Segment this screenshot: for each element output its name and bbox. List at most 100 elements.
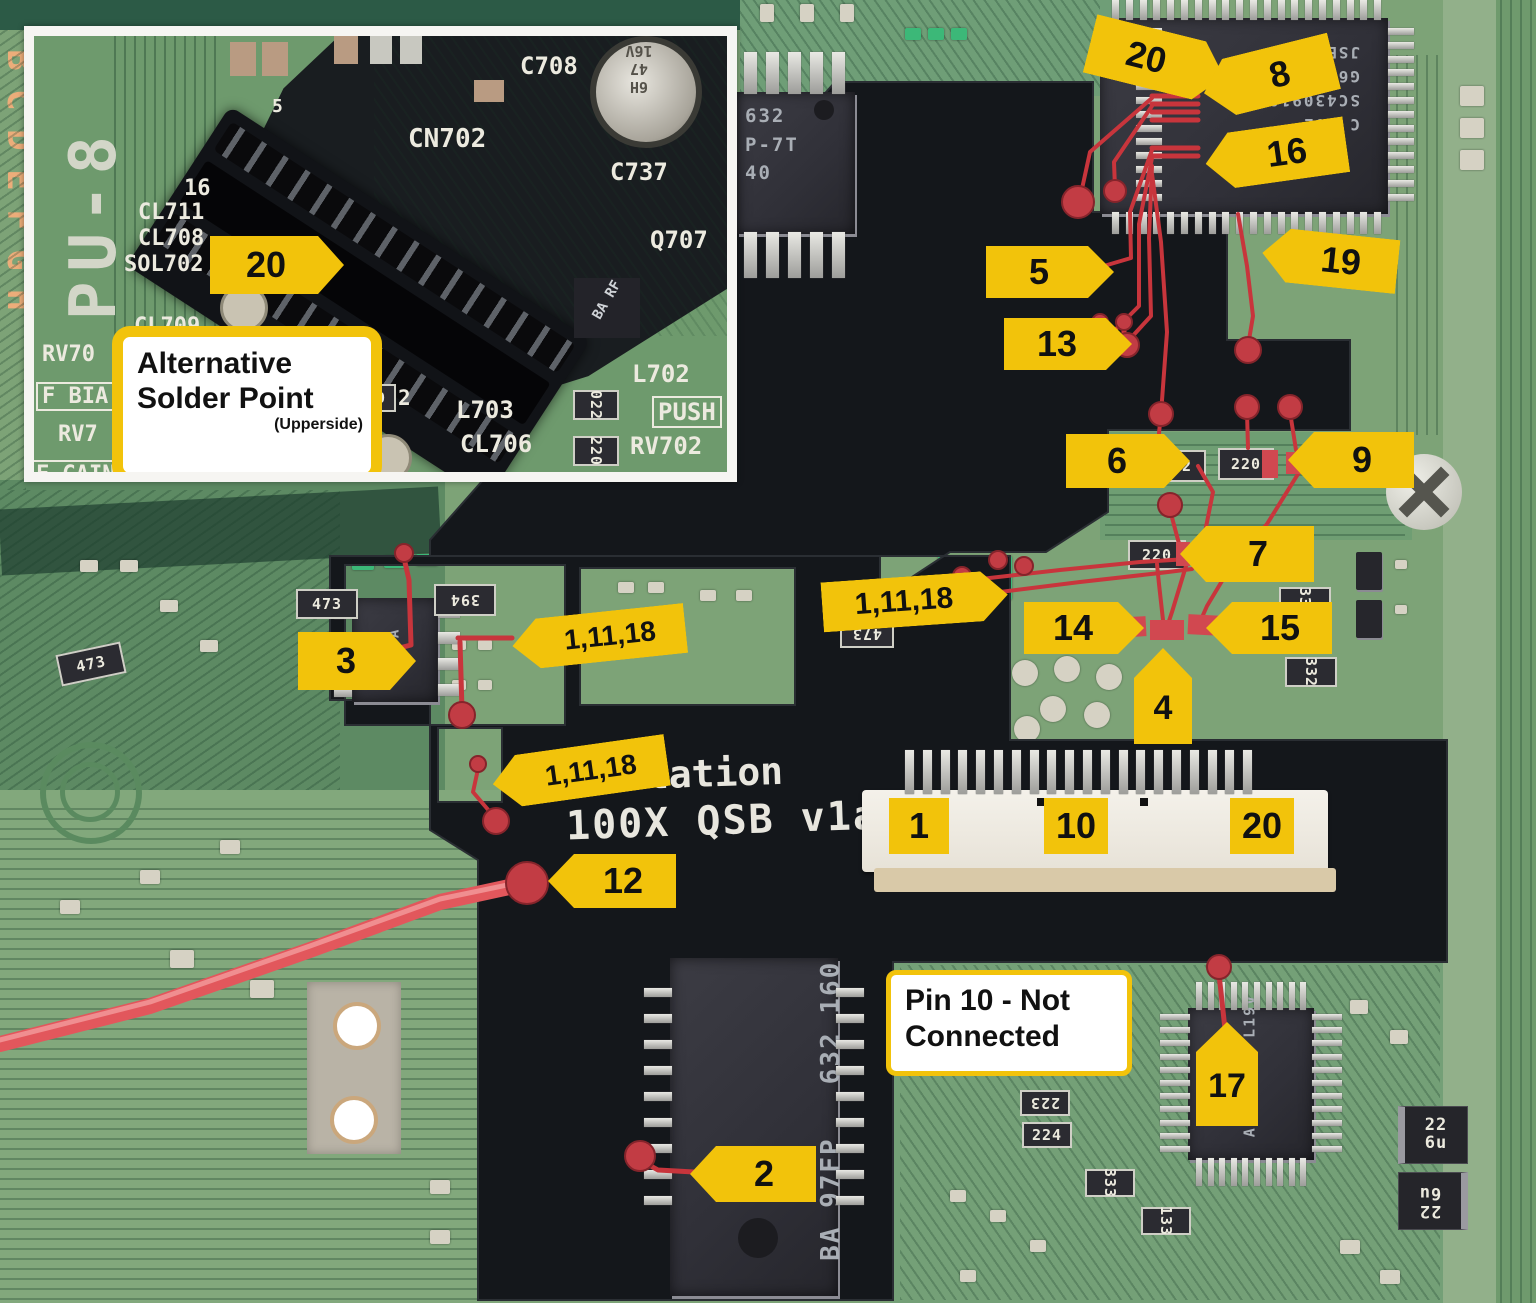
chip-pin bbox=[1153, 0, 1161, 20]
inset-silk-rv702: RV702 bbox=[630, 432, 703, 460]
chip-pin bbox=[1242, 982, 1249, 1010]
solder-dot bbox=[482, 807, 510, 835]
chip-pin bbox=[1011, 750, 1021, 794]
trace-field bbox=[0, 30, 26, 490]
chip-pin bbox=[1360, 0, 1368, 20]
solder-pad bbox=[1356, 600, 1382, 638]
chip-pin bbox=[836, 1092, 864, 1101]
cap-c737 bbox=[590, 36, 702, 148]
ffc-mark bbox=[1037, 798, 1045, 806]
callout-label: 4 bbox=[1153, 688, 1173, 727]
solder-pad-mark bbox=[1262, 450, 1278, 478]
chip-pin bbox=[334, 686, 352, 697]
solder-pad bbox=[1340, 1240, 1360, 1254]
chip-pin bbox=[1388, 138, 1414, 146]
solder-pad bbox=[60, 900, 80, 914]
chip-pin bbox=[1160, 1080, 1190, 1086]
chip-pin bbox=[1277, 1158, 1284, 1186]
trace-field bbox=[1500, 0, 1536, 1303]
chip-pin bbox=[1312, 1040, 1342, 1047]
chip-pin bbox=[1139, 212, 1147, 234]
chip-pin bbox=[1125, 0, 1133, 20]
solder-pad bbox=[1395, 560, 1407, 569]
solder-pad bbox=[1460, 118, 1484, 138]
inset-cap bbox=[334, 36, 358, 64]
chip-pin bbox=[1312, 1093, 1342, 1100]
callout-label: 20 bbox=[245, 244, 287, 285]
chip-pin bbox=[1207, 982, 1214, 1010]
chip-pin bbox=[788, 232, 801, 278]
pcb-spiral-mark-inner bbox=[60, 762, 120, 822]
solder-dot bbox=[1014, 556, 1034, 576]
ffc-connector-bar bbox=[874, 868, 1336, 892]
chip-pin bbox=[976, 750, 986, 794]
chip-pin bbox=[744, 52, 757, 94]
component-022: 022 bbox=[573, 390, 619, 420]
chip-pin bbox=[1154, 750, 1164, 794]
inset-silk-c737: C737 bbox=[610, 158, 668, 186]
chip-pin bbox=[644, 1144, 672, 1153]
chip-pin bbox=[1346, 0, 1354, 20]
chip-pin bbox=[1263, 0, 1271, 20]
callout-label: 5 bbox=[1028, 251, 1050, 292]
chip-pin bbox=[836, 1196, 864, 1205]
chip-pin bbox=[1374, 0, 1382, 20]
solder-pad bbox=[1395, 605, 1407, 614]
chip-pin bbox=[836, 1118, 864, 1127]
chip-pin bbox=[438, 658, 460, 670]
chip-pin bbox=[1388, 179, 1414, 187]
callout-label: 13 bbox=[1036, 323, 1078, 364]
chip-pin bbox=[1047, 750, 1057, 794]
chip-pin bbox=[788, 52, 801, 94]
chip-pin bbox=[644, 1196, 672, 1205]
chip-pin bbox=[1196, 982, 1202, 1010]
chip-pin bbox=[1136, 110, 1162, 118]
solder-pad bbox=[736, 590, 752, 601]
chip-pin bbox=[1291, 212, 1299, 234]
inset-silk-rv70: RV70 bbox=[42, 342, 95, 367]
chip-pin bbox=[836, 1170, 864, 1179]
chip-pin bbox=[1312, 1146, 1342, 1152]
solder-wire bbox=[0, 878, 522, 1052]
chip-pin bbox=[1208, 212, 1216, 234]
soic-top-chip bbox=[737, 92, 855, 234]
solder-pad bbox=[1054, 656, 1080, 682]
callout-label: 9 bbox=[1351, 439, 1373, 480]
component-224: 224 bbox=[1022, 1122, 1072, 1148]
component-473: 473 bbox=[296, 589, 358, 619]
solder-pad bbox=[1350, 1000, 1368, 1014]
chip-pin bbox=[1167, 0, 1175, 20]
chip-pin bbox=[1194, 0, 1202, 20]
chip-pin bbox=[1160, 1093, 1190, 1100]
solder-pad bbox=[840, 4, 854, 22]
solder-wire bbox=[1078, 96, 1154, 200]
chip-pin bbox=[836, 1066, 864, 1075]
chip-pin bbox=[644, 1040, 672, 1049]
solder-pad bbox=[160, 600, 178, 612]
solder-pad bbox=[928, 28, 944, 40]
solder-wire bbox=[0, 881, 515, 1043]
chip-pin bbox=[1160, 1027, 1190, 1034]
solder-pad bbox=[80, 560, 98, 572]
ffc-mark bbox=[1140, 798, 1148, 806]
chip-pin bbox=[1312, 1027, 1342, 1034]
inset-pad bbox=[370, 36, 392, 64]
chip-pin bbox=[1219, 1158, 1226, 1186]
chip-pin bbox=[1388, 83, 1414, 91]
inset-silk-push: PUSH bbox=[652, 396, 722, 428]
solder-pad bbox=[1460, 150, 1484, 170]
chip-pin bbox=[1160, 1132, 1190, 1139]
solder-dot bbox=[1234, 394, 1260, 420]
inset-silk-c708: C708 bbox=[520, 52, 578, 80]
chip-pin bbox=[1388, 166, 1414, 173]
chip-pin bbox=[1225, 750, 1235, 794]
callout-label: 14 bbox=[1052, 607, 1094, 648]
solder-pad bbox=[140, 870, 160, 884]
solder-pad bbox=[478, 680, 492, 690]
chip-pin bbox=[644, 1014, 672, 1023]
chip-pin bbox=[766, 52, 779, 94]
pin10-note: Pin 10 - Not Connected bbox=[886, 970, 1132, 1076]
solder-pad bbox=[250, 980, 274, 998]
